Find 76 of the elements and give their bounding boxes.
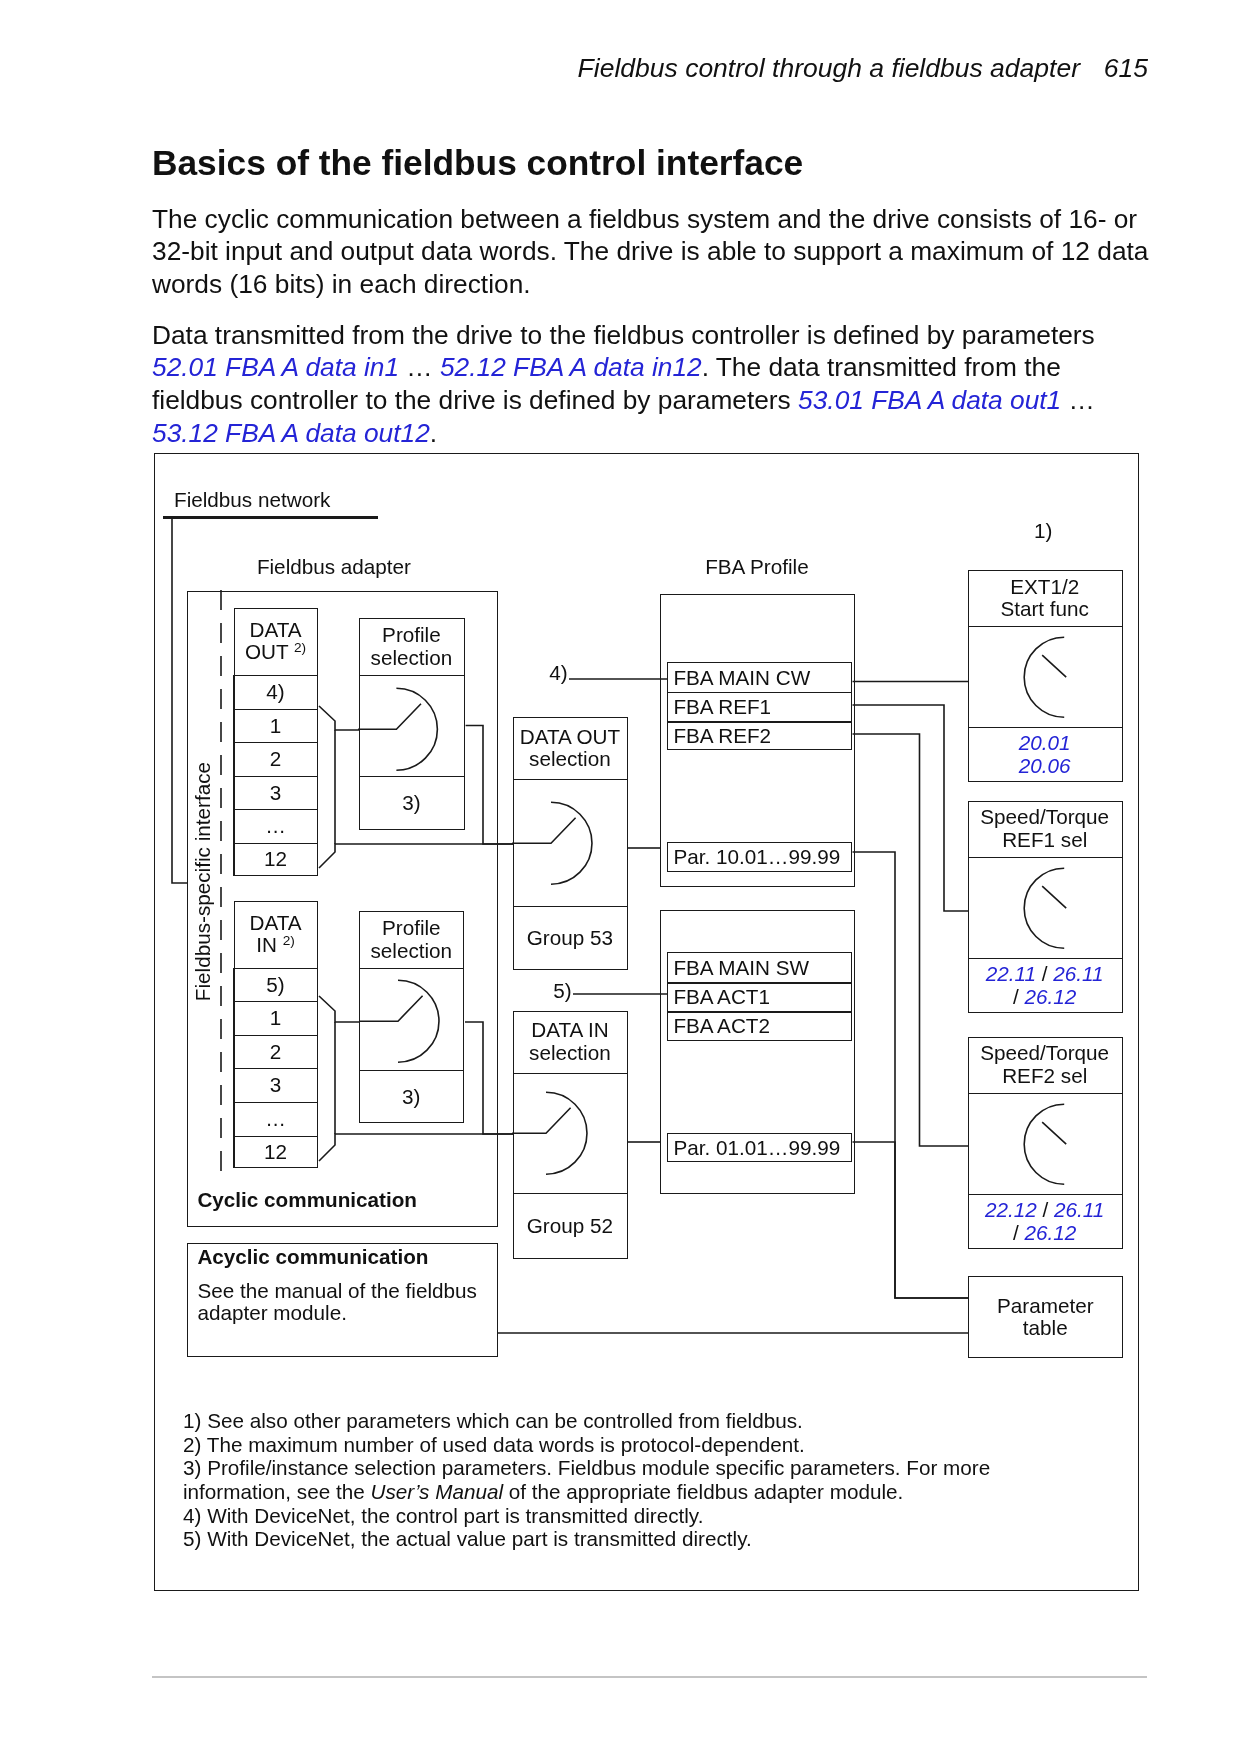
body-paragraph: The cyclic communication between a fieldbus system and the drive consists of 16- or 32-bit input and output data words. The drive is able to support a maximum of 12 data words (16 bits) in each direction. (152, 202, 1150, 301)
frame-heading: Fieldbus adapter (256, 556, 412, 579)
network-bus: Fieldbus network (163, 482, 378, 519)
connector-line (851, 1141, 969, 1299)
connector-line (318, 995, 361, 1023)
connector-line (318, 705, 361, 731)
parameter-link: 52.12 FBA A data in12 (440, 352, 702, 383)
selector-block (513, 1010, 628, 1259)
page-number: 615 (1103, 52, 1149, 83)
group-number: Group 53 (526, 926, 614, 950)
selector-title: DATA OUT selection (519, 725, 621, 771)
profile-word-cell: FBA MAIN SW (667, 952, 852, 984)
selector-title: Profile selection (370, 624, 453, 670)
parameter-reference: 20.01 20.06 (1018, 732, 1072, 778)
selector-title: Speed/Torque REF1 sel (979, 806, 1110, 852)
selector-block (968, 1036, 1123, 1249)
profile-frame (660, 910, 855, 1194)
footnote-marker: 3) (401, 792, 422, 815)
selector-title: Speed/Torque REF2 sel (979, 1042, 1110, 1088)
connector-line (497, 1332, 969, 1334)
connector-line (627, 1141, 661, 1143)
data-word-table (233, 901, 319, 1169)
footnote-text: 1) See also other parameters which can be controlled from fieldbus. (183, 1409, 804, 1433)
footnote-text: 5) With DeviceNet, the actual value part is transmitted directly. (183, 1527, 753, 1551)
group-number: Group 52 (526, 1214, 614, 1238)
rotated-label: Fieldbus-specific interface (191, 761, 215, 1001)
profile-word-cell: Par. 01.01…99.99 (667, 1133, 852, 1163)
selector-block (513, 717, 628, 970)
connector-line (171, 518, 188, 884)
footnote-text: 4) With DeviceNet, the control part is transmitted directly. (183, 1503, 705, 1528)
connector-line (851, 704, 969, 912)
connector-line (464, 1021, 514, 1135)
selector-block (359, 618, 465, 831)
selector-title: DATA IN selection (528, 1019, 612, 1065)
parameter-link: 53.12 FBA A data out12 (152, 417, 430, 448)
selector-block (968, 800, 1123, 1013)
word-cell: 4) (233, 674, 318, 711)
table-heading: DATA OUT $^{2)}$ (244, 618, 307, 664)
acyclic-frame (187, 1243, 498, 1357)
frame-heading: Acyclic communication (197, 1246, 430, 1269)
parameter-reference: 22.12 / 26.11 / 26.12 (984, 1199, 1105, 1245)
footnote-marker: 1) (1034, 520, 1054, 543)
running-header: Fieldbus control through a fieldbus adapter (577, 52, 1081, 83)
parameter-block: Parameter table (968, 1276, 1123, 1359)
parameter-link: 53.01 FBA A data out1 (798, 385, 1062, 415)
selector-title: EXT1/2 Start func (999, 575, 1090, 621)
section-title: Basics of the fieldbus control interface (152, 143, 804, 183)
footnote-marker: 3) (401, 1085, 422, 1108)
frame-heading: FBA Profile (704, 556, 810, 579)
footnote-marker: 4) (548, 661, 569, 685)
profile-word-cell: FBA MAIN CW (667, 662, 852, 694)
frame-label: Cyclic communication (197, 1189, 418, 1212)
parameter-link: 52.01 FBA A data in1 (152, 352, 400, 383)
connector-line (627, 847, 661, 849)
footnote-text: 2) The maximum number of used data words is protocol-dependent. (183, 1432, 806, 1457)
frame-note: See the manual of the fieldbus adapter module. (197, 1279, 478, 1325)
connector-line (851, 680, 969, 683)
selector-block (359, 911, 465, 1124)
footnote-text: 3) Profile/instance selection parameters. Fieldbus module specific parameters. For more information, see the User’s Manual of the appropriate fieldbus adapter module. (183, 1456, 992, 1504)
word-cell: 5) (233, 967, 318, 1003)
profile-word-cell: FBA REF1 (667, 691, 852, 723)
profile-word-cell: Par. 10.01…99.99 (667, 842, 852, 873)
connector-line (464, 724, 514, 845)
profile-word-cell: FBA ACT1 (667, 982, 852, 1013)
leader-line (572, 993, 669, 995)
table-heading: DATA IN $^{2)}$ (248, 911, 303, 957)
selector-block (968, 570, 1123, 782)
profile-word-cell: FBA REF2 (667, 721, 852, 751)
selector-title: Profile selection (369, 917, 453, 963)
profile-word-cell: FBA ACT2 (667, 1011, 852, 1042)
data-word-table (233, 608, 319, 877)
body-paragraph: Data transmitted from the drive to the fieldbus controller is defined by parameters 52.01 FBA A data in1 … 52.12 FBA A data in12. The data transmitted from the fieldbus controller to the drive is defined by parameters 53.01 FBA A data out1 … 53.12 FBA A data out12. (152, 318, 1096, 450)
connector-line (851, 733, 969, 1147)
parameter-reference: 22.11 / 26.11 / 26.12 (985, 963, 1105, 1009)
footnote-marker: 5) (552, 979, 573, 1003)
leader-line (568, 678, 669, 680)
